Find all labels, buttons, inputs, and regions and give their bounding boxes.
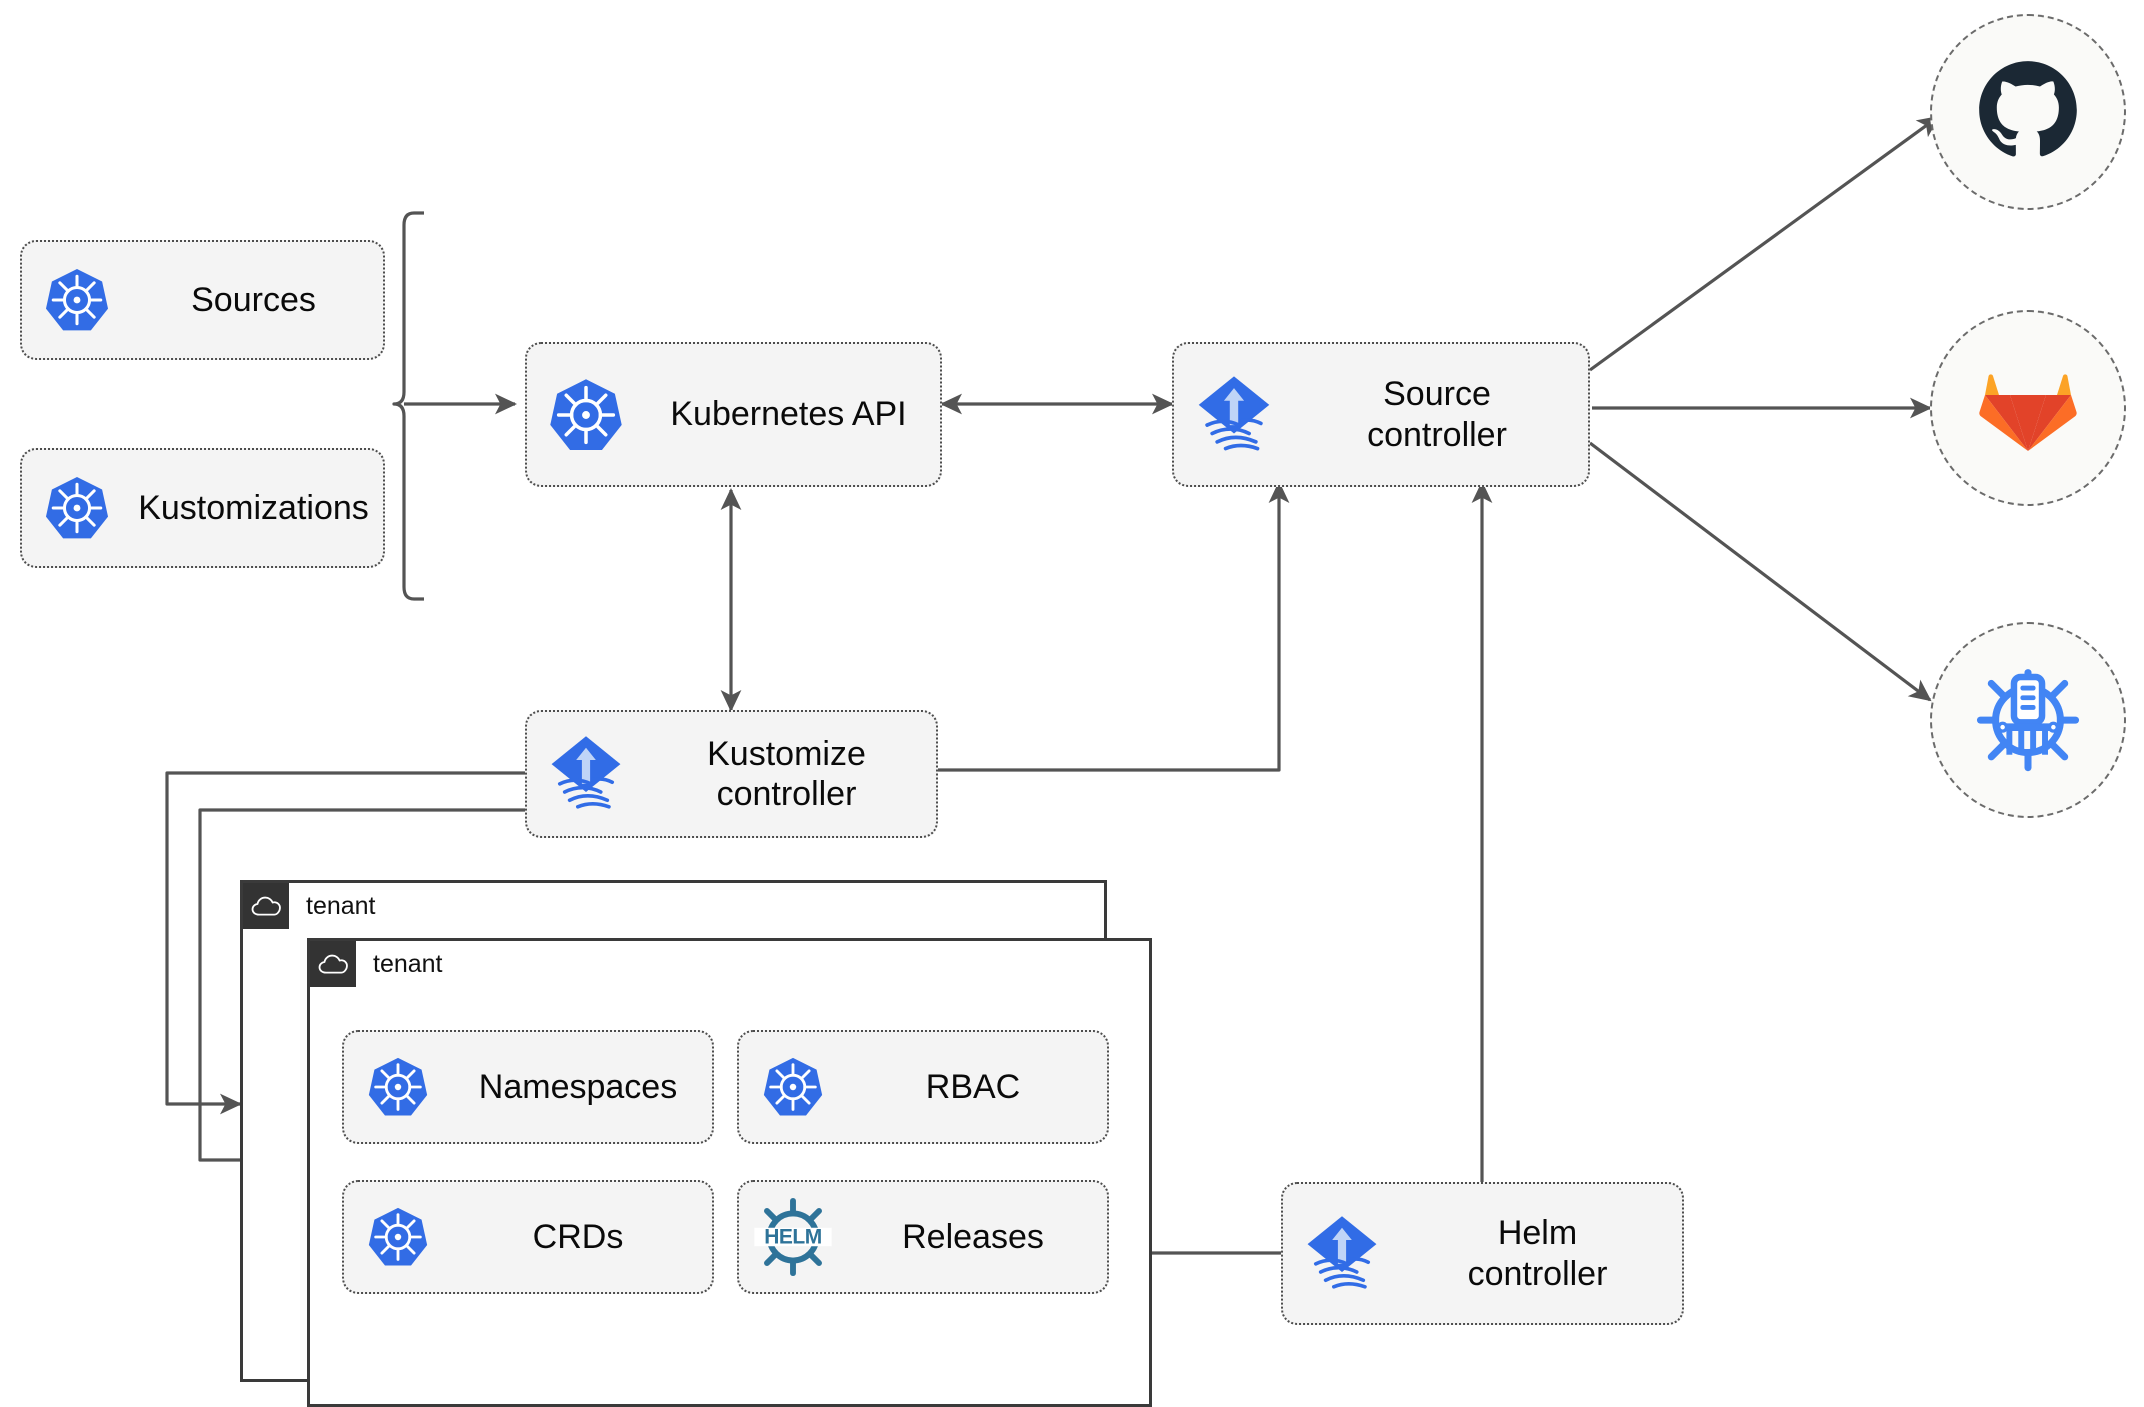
- github-icon: [1976, 58, 2080, 167]
- svg-text:HELM: HELM: [764, 1225, 821, 1248]
- tenant-label-front: tenant: [373, 949, 443, 978]
- kubernetes-icon: [344, 1206, 452, 1268]
- flux-icon: [527, 733, 645, 815]
- wire-kustomize-to-source: [938, 481, 1290, 772]
- provider-helm-repository[interactable]: [1930, 622, 2126, 818]
- kubernetes-icon: [22, 475, 132, 541]
- kubernetes-icon: [344, 1056, 452, 1118]
- node-label: RBAC: [925, 1067, 1021, 1106]
- node-kustomizations[interactable]: Kustomizations: [20, 448, 385, 568]
- tenant-frame-front: tenant: [307, 938, 1152, 1407]
- node-namespaces[interactable]: Namespaces: [342, 1030, 714, 1144]
- node-label: Kubernetes API: [670, 395, 907, 434]
- node-crds[interactable]: CRDs: [342, 1180, 714, 1294]
- provider-gitlab[interactable]: [1930, 310, 2126, 506]
- node-label: Helm controller: [1467, 1214, 1608, 1293]
- node-rbac[interactable]: RBAC: [737, 1030, 1109, 1144]
- node-kubernetes-api[interactable]: Kubernetes API: [525, 342, 942, 487]
- kubernetes-icon: [22, 267, 132, 333]
- node-label: Namespaces: [478, 1067, 678, 1106]
- node-label: Sources: [191, 280, 316, 319]
- helm-repository-icon: [1974, 664, 2082, 777]
- flux-icon: [1283, 1213, 1401, 1295]
- wire-source-to-helm-repository: [1589, 441, 1932, 702]
- provider-github[interactable]: [1930, 14, 2126, 210]
- kubernetes-icon: [527, 377, 645, 453]
- node-label: Releases: [902, 1217, 1044, 1256]
- wire-source-to-github: [1589, 115, 1940, 372]
- node-releases[interactable]: HELM Releases: [737, 1180, 1109, 1294]
- helm-icon: HELM: [739, 1195, 847, 1279]
- tenant-header-back: tenant: [243, 883, 376, 929]
- node-label: Kustomize controller: [707, 734, 866, 813]
- flux-icon: [1174, 373, 1294, 457]
- node-label: Kustomizations: [138, 488, 369, 527]
- node-helm-controller[interactable]: Helm controller: [1281, 1182, 1684, 1325]
- tenant-header-front: tenant: [310, 941, 443, 987]
- kubernetes-icon: [739, 1056, 847, 1118]
- cloud-icon: [243, 883, 289, 929]
- node-label: Source controller: [1367, 375, 1507, 454]
- node-kustomize-controller[interactable]: Kustomize controller: [525, 710, 938, 838]
- tenant-label-back: tenant: [306, 891, 376, 920]
- node-label: CRDs: [532, 1217, 624, 1256]
- node-source-controller[interactable]: Source controller: [1172, 342, 1590, 487]
- bracket-sources-group: [392, 211, 424, 601]
- cloud-icon: [310, 941, 356, 987]
- node-sources[interactable]: Sources: [20, 240, 385, 360]
- gitlab-icon: [1978, 359, 2078, 458]
